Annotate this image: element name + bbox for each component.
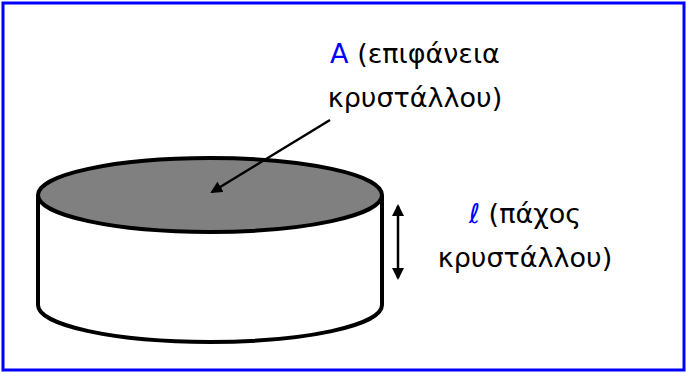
leader-arrow xyxy=(212,120,330,192)
crystal-surface xyxy=(38,158,382,232)
thickness-arrow xyxy=(397,206,400,278)
thickness-label-group: ℓ (πάχος κρυστάλλου) xyxy=(405,192,645,280)
frame xyxy=(3,3,684,370)
description-label: (επιφάνεια κρυστάλλου) xyxy=(328,38,502,113)
symbol-label: ℓ xyxy=(469,198,480,229)
description-label: (πάχος κρυστάλλου) xyxy=(438,198,612,273)
surface-label-group: A (επιφάνεια κρυστάλλου) xyxy=(290,32,540,120)
symbol-label: A xyxy=(330,38,348,69)
